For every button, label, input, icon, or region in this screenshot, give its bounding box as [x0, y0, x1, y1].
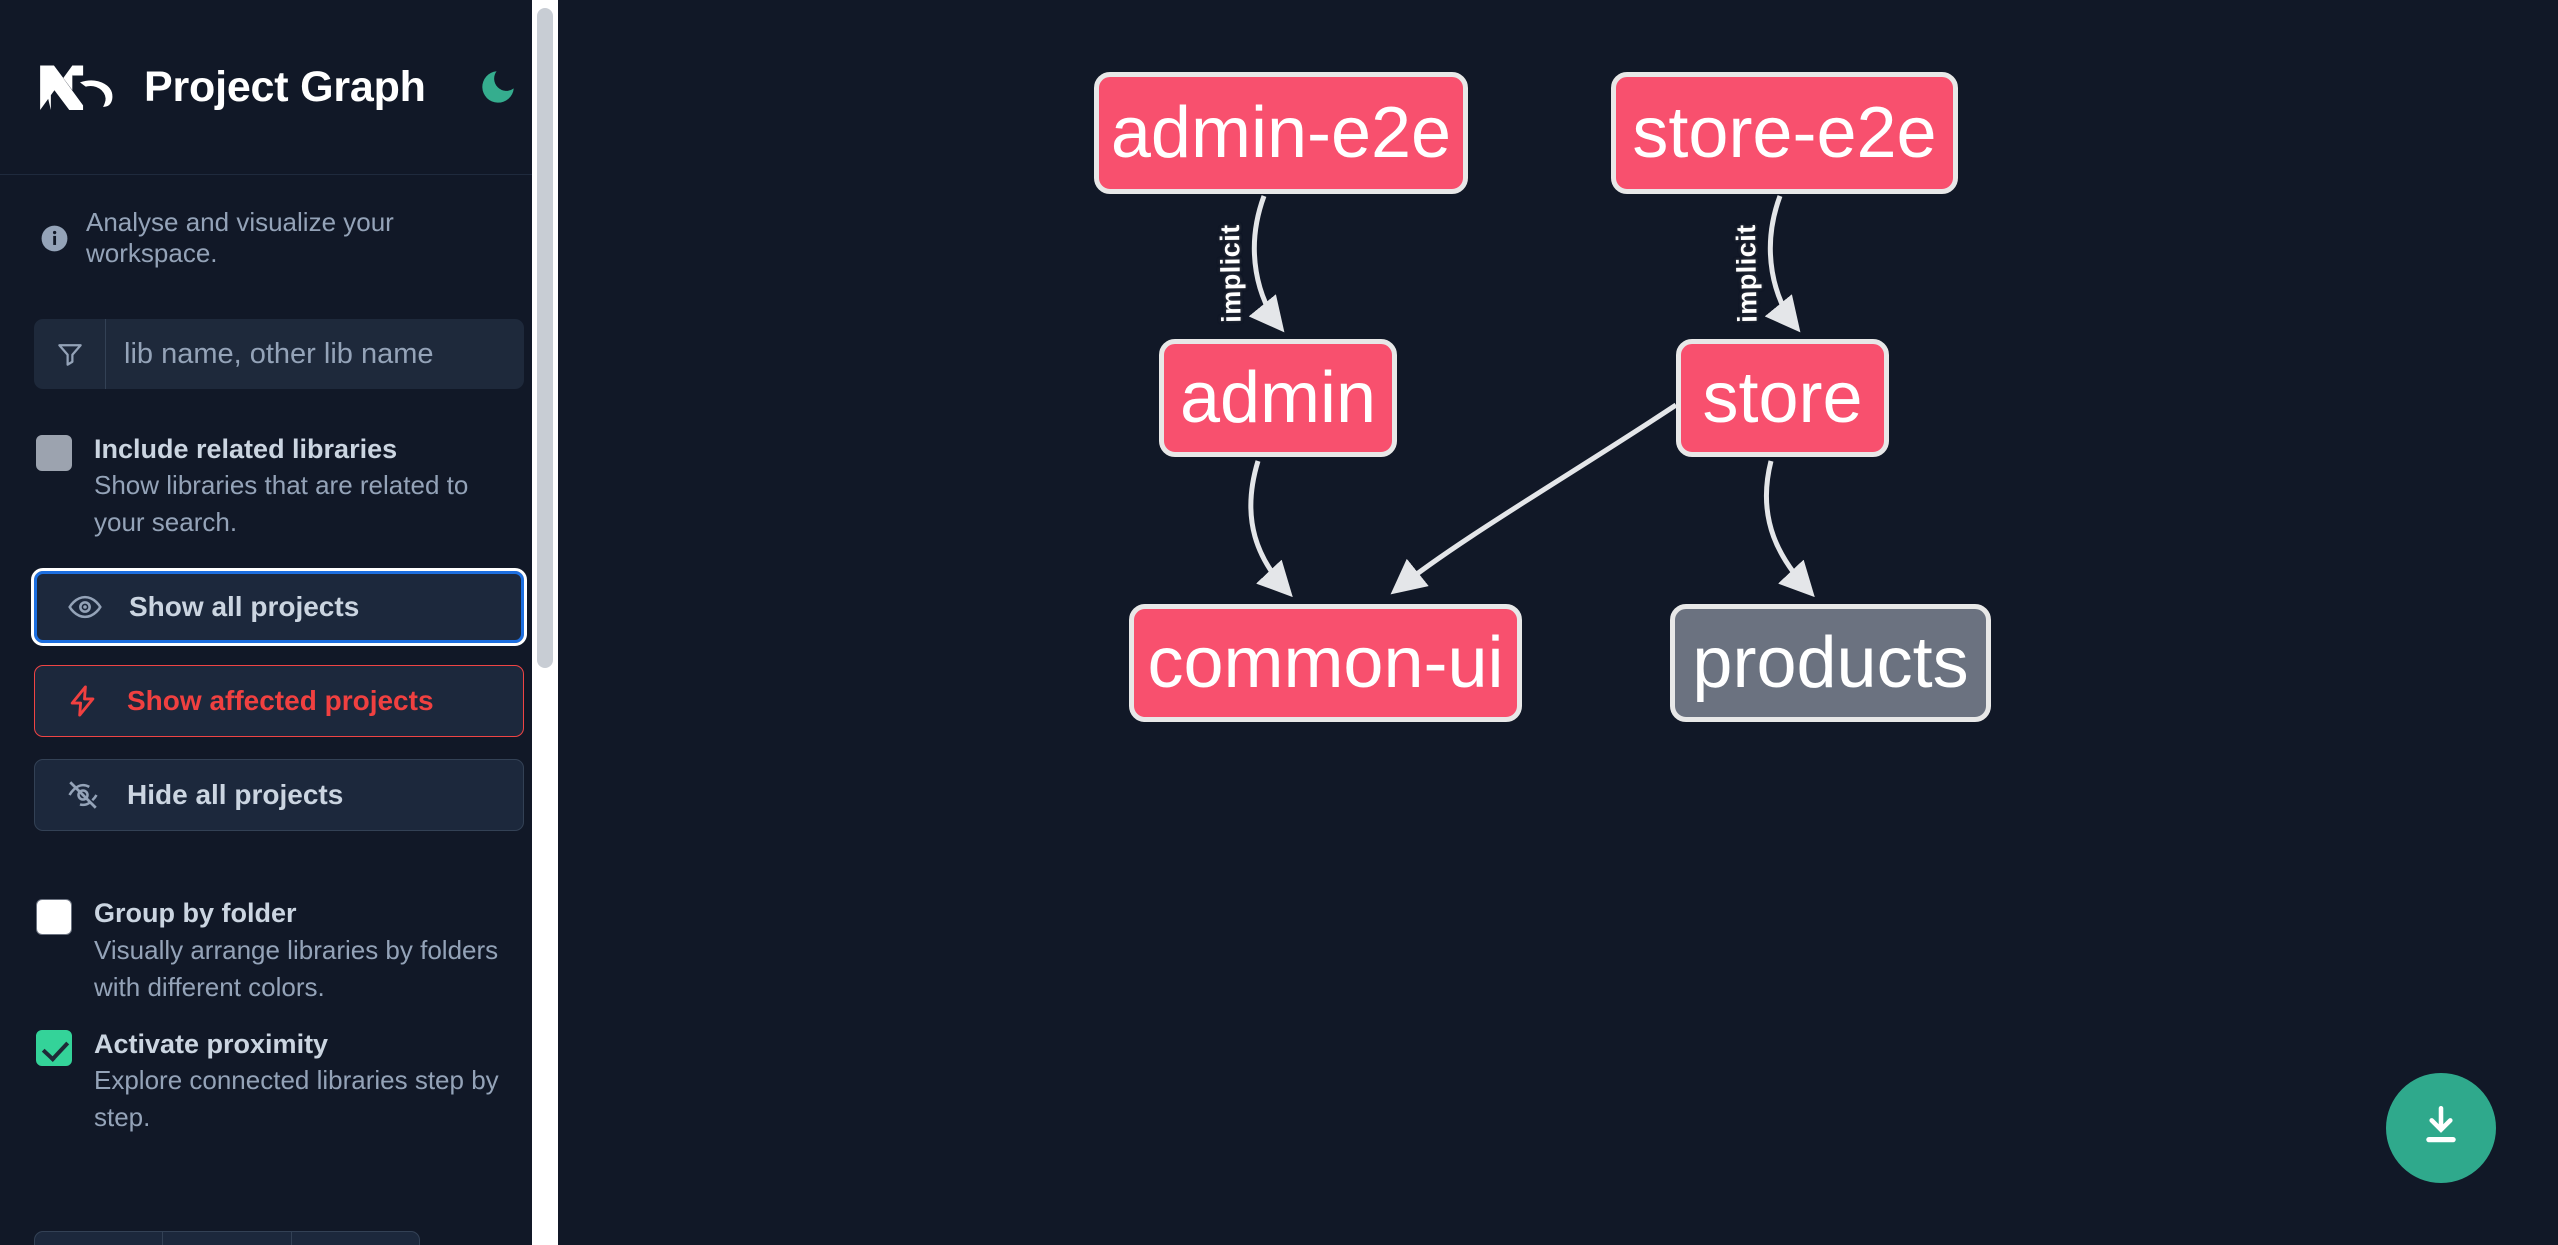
node-label: common-ui — [1147, 623, 1504, 703]
edge-store-to-common-ui — [1390, 402, 1678, 595]
proximity-segment[interactable] — [35, 1232, 164, 1245]
nx-logo-icon — [34, 57, 126, 117]
show-affected-projects-label: Show affected projects — [127, 685, 434, 717]
option-title: Group by folder — [94, 898, 297, 929]
hide-all-projects-button[interactable]: Hide all projects — [34, 759, 524, 832]
checkbox-activate-proximity[interactable] — [36, 1029, 72, 1066]
info-banner: Analyse and visualize your workspace. — [34, 175, 524, 297]
checkbox-group-by-folder[interactable] — [36, 899, 72, 936]
option-description: Show libraries that are related to your … — [94, 470, 469, 538]
graph-node-store[interactable]: store — [1676, 339, 1889, 457]
graph-node-admin-e2e[interactable]: admin-e2e — [1094, 72, 1468, 194]
info-circle-icon — [39, 223, 70, 254]
node-label: store-e2e — [1632, 93, 1937, 173]
node-label: admin — [1179, 358, 1377, 438]
info-text: Analyse and visualize your workspace. — [86, 207, 394, 268]
option-description: Explore connected libraries step by step… — [94, 1064, 499, 1132]
option-group-by-folder[interactable]: Group by folder Visually arrange librari… — [34, 879, 524, 1009]
hide-all-projects-label: Hide all projects — [127, 779, 344, 811]
show-affected-projects-button[interactable]: Show affected projects — [34, 665, 524, 738]
show-all-projects-label: Show all projects — [129, 591, 360, 623]
download-icon — [2415, 1100, 2467, 1157]
sidebar-scrollbar[interactable] — [532, 0, 558, 1245]
graph-canvas[interactable]: admin-e2e store-e2e admin store common-u… — [558, 0, 2558, 1245]
proximity-stepper-segments[interactable] — [34, 1231, 420, 1245]
eye-off-icon — [63, 775, 103, 815]
download-image-button[interactable] — [2386, 1073, 2496, 1183]
graph-node-products[interactable]: products — [1670, 604, 1991, 722]
graph-edges — [1248, 195, 1815, 598]
sidebar-header: Project Graph — [0, 0, 558, 175]
checkbox-include-related-libraries[interactable] — [36, 435, 72, 471]
option-title: Include related libraries — [94, 434, 398, 464]
edge-store-to-products — [1763, 460, 1815, 598]
edge-label-implicit-store: implicit — [1730, 223, 1763, 324]
node-label: products — [1692, 623, 1969, 703]
proximity-segment[interactable] — [292, 1232, 419, 1245]
lightning-bolt-icon — [63, 681, 103, 721]
node-label: admin-e2e — [1110, 93, 1452, 173]
edge-store-e2e-to-store — [1764, 195, 1801, 333]
filter-funnel-icon[interactable] — [34, 319, 106, 389]
spacer — [34, 853, 524, 879]
show-all-projects-button[interactable]: Show all projects — [31, 568, 527, 647]
sidebar: Project Graph Analyse and visualize your… — [0, 0, 558, 1245]
page-title: Project Graph — [144, 62, 426, 111]
option-activate-proximity[interactable]: Activate proximity Explore connected lib… — [34, 1010, 524, 1140]
option-description: Visually arrange libraries by folders wi… — [94, 934, 499, 1002]
sidebar-scrollbar-thumb[interactable] — [537, 8, 553, 668]
graph-node-common-ui[interactable]: common-ui — [1129, 604, 1522, 722]
spacer — [34, 545, 524, 571]
sidebar-body: Analyse and visualize your workspace. In… — [0, 175, 558, 1245]
graph-node-store-e2e[interactable]: store-e2e — [1611, 72, 1958, 194]
proximity-segment[interactable] — [163, 1232, 292, 1245]
edge-label-implicit-admin: implicit — [1214, 223, 1247, 324]
moon-icon[interactable] — [472, 61, 524, 113]
search-input[interactable] — [106, 319, 524, 389]
eye-icon — [65, 587, 105, 627]
option-include-related-libraries[interactable]: Include related libraries Show libraries… — [34, 415, 524, 545]
graph-node-admin[interactable]: admin — [1159, 339, 1397, 457]
search-bar — [34, 319, 524, 389]
option-title: Activate proximity — [94, 1028, 329, 1059]
edge-admin-to-common-ui — [1248, 460, 1293, 598]
edge-admin-e2e-to-admin — [1248, 195, 1285, 333]
node-label: store — [1702, 358, 1863, 438]
